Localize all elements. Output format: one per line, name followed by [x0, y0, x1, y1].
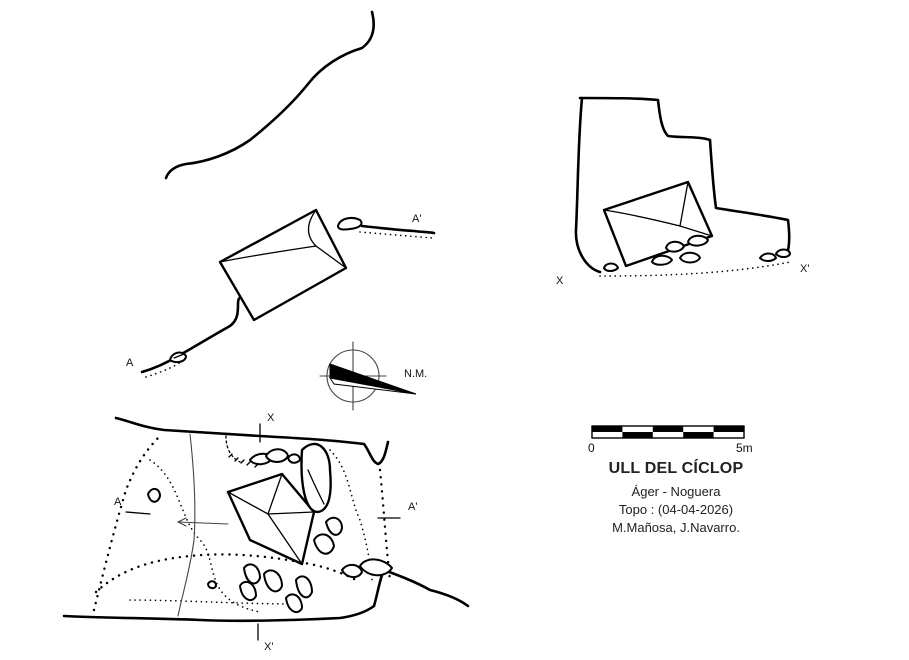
scale-bar: 0 5m — [588, 425, 753, 455]
label-a: A — [126, 357, 134, 369]
title-block: ULL DEL CÍCLOP Áger - Noguera Topo : (04… — [586, 460, 766, 535]
plan-label-x-prime: X' — [264, 641, 273, 653]
section-x-x-prime: X X' — [556, 96, 809, 287]
plan-label-a-prime: A' — [408, 501, 417, 513]
north-arrow: N.M. — [319, 341, 427, 411]
plan-view: X X' A A' — [62, 412, 470, 653]
label-a-prime: A' — [412, 213, 421, 225]
north-label: N.M. — [404, 368, 427, 380]
plan-label-x: X — [267, 412, 275, 424]
survey-title: ULL DEL CÍCLOP — [608, 460, 744, 477]
label-x-prime: X' — [800, 263, 809, 275]
survey-authors: M.Mañosa, J.Navarro. — [612, 520, 740, 535]
wall-profile-top — [164, 10, 375, 180]
scale-start-label: 0 — [588, 441, 595, 455]
plan-label-a: A — [114, 496, 122, 508]
label-x: X — [556, 275, 564, 287]
section-a-a-prime: A A' — [126, 208, 436, 378]
survey-location: Áger - Noguera — [631, 484, 721, 499]
survey-date: Topo : (04-04-2026) — [618, 502, 734, 517]
scale-end-label: 5m — [736, 441, 753, 455]
